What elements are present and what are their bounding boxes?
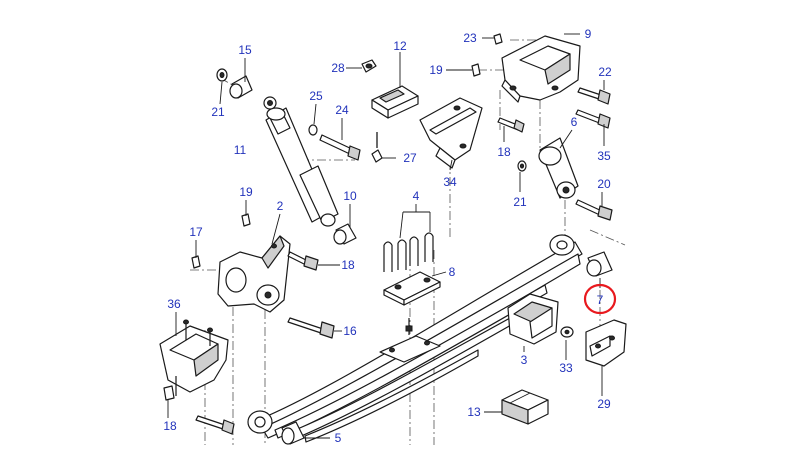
callout-19: 19 [239,185,253,199]
bracket-29 [585,319,627,367]
bolt-18-lower [163,385,235,435]
callout-15: 15 [238,43,252,57]
callout-18: 18 [341,258,355,272]
bracket-34 [419,97,483,169]
callout-7: 7 [597,293,604,307]
callout-23: 23 [463,31,477,45]
callout-29: 29 [597,397,611,411]
callout-20: 20 [597,177,611,191]
shock-absorber [265,107,339,227]
u-bolt-plate [383,271,441,306]
callout-17: 17 [189,225,203,239]
leader-lines [167,33,605,439]
callout-22: 22 [598,65,612,79]
bush-7 [586,251,613,277]
callout-25: 25 [309,89,323,103]
bush-10 [333,223,357,245]
lower-plate [379,335,441,363]
callout-24: 24 [335,103,349,117]
callout-11: 11 [234,143,247,157]
bump-stop-13 [501,389,549,425]
bracket-36 [159,319,229,396]
callout-labels: 15 21 11 25 24 28 12 27 34 23 9 19 22 18… [163,27,612,445]
callout-18: 18 [163,419,177,433]
callout-9: 9 [585,27,592,41]
callout-8: 8 [449,265,456,279]
callout-27: 27 [403,151,417,165]
callout-28: 28 [331,61,345,75]
callout-6: 6 [571,115,578,129]
callout-21: 21 [211,105,225,119]
callout-21: 21 [513,195,527,209]
shock-upper-fasteners [216,68,361,161]
bracket-12 [361,59,419,163]
callout-35: 35 [597,149,611,163]
callout-36: 36 [167,297,181,311]
callout-5: 5 [335,431,342,445]
hanger-bracket-2 [217,235,291,313]
callout-4: 4 [413,189,420,203]
callout-34: 34 [443,175,457,189]
callout-18: 18 [497,145,511,159]
highlight-ring [583,283,617,315]
bracket-2-fasteners [191,213,335,339]
callout-2: 2 [277,199,284,213]
callout-10: 10 [343,189,357,203]
hanger-bracket-9 [501,35,581,103]
bump-stop-3 [507,293,559,345]
shackle-6 [538,137,579,199]
callout-12: 12 [393,39,407,53]
u-bolts [383,232,434,272]
callout-13: 13 [467,405,481,419]
nut-33 [560,326,574,338]
hanger-fasteners [471,33,613,221]
callout-19: 19 [429,63,443,77]
callout-16: 16 [343,324,357,338]
callout-3: 3 [521,353,528,367]
callout-33: 33 [559,361,573,375]
